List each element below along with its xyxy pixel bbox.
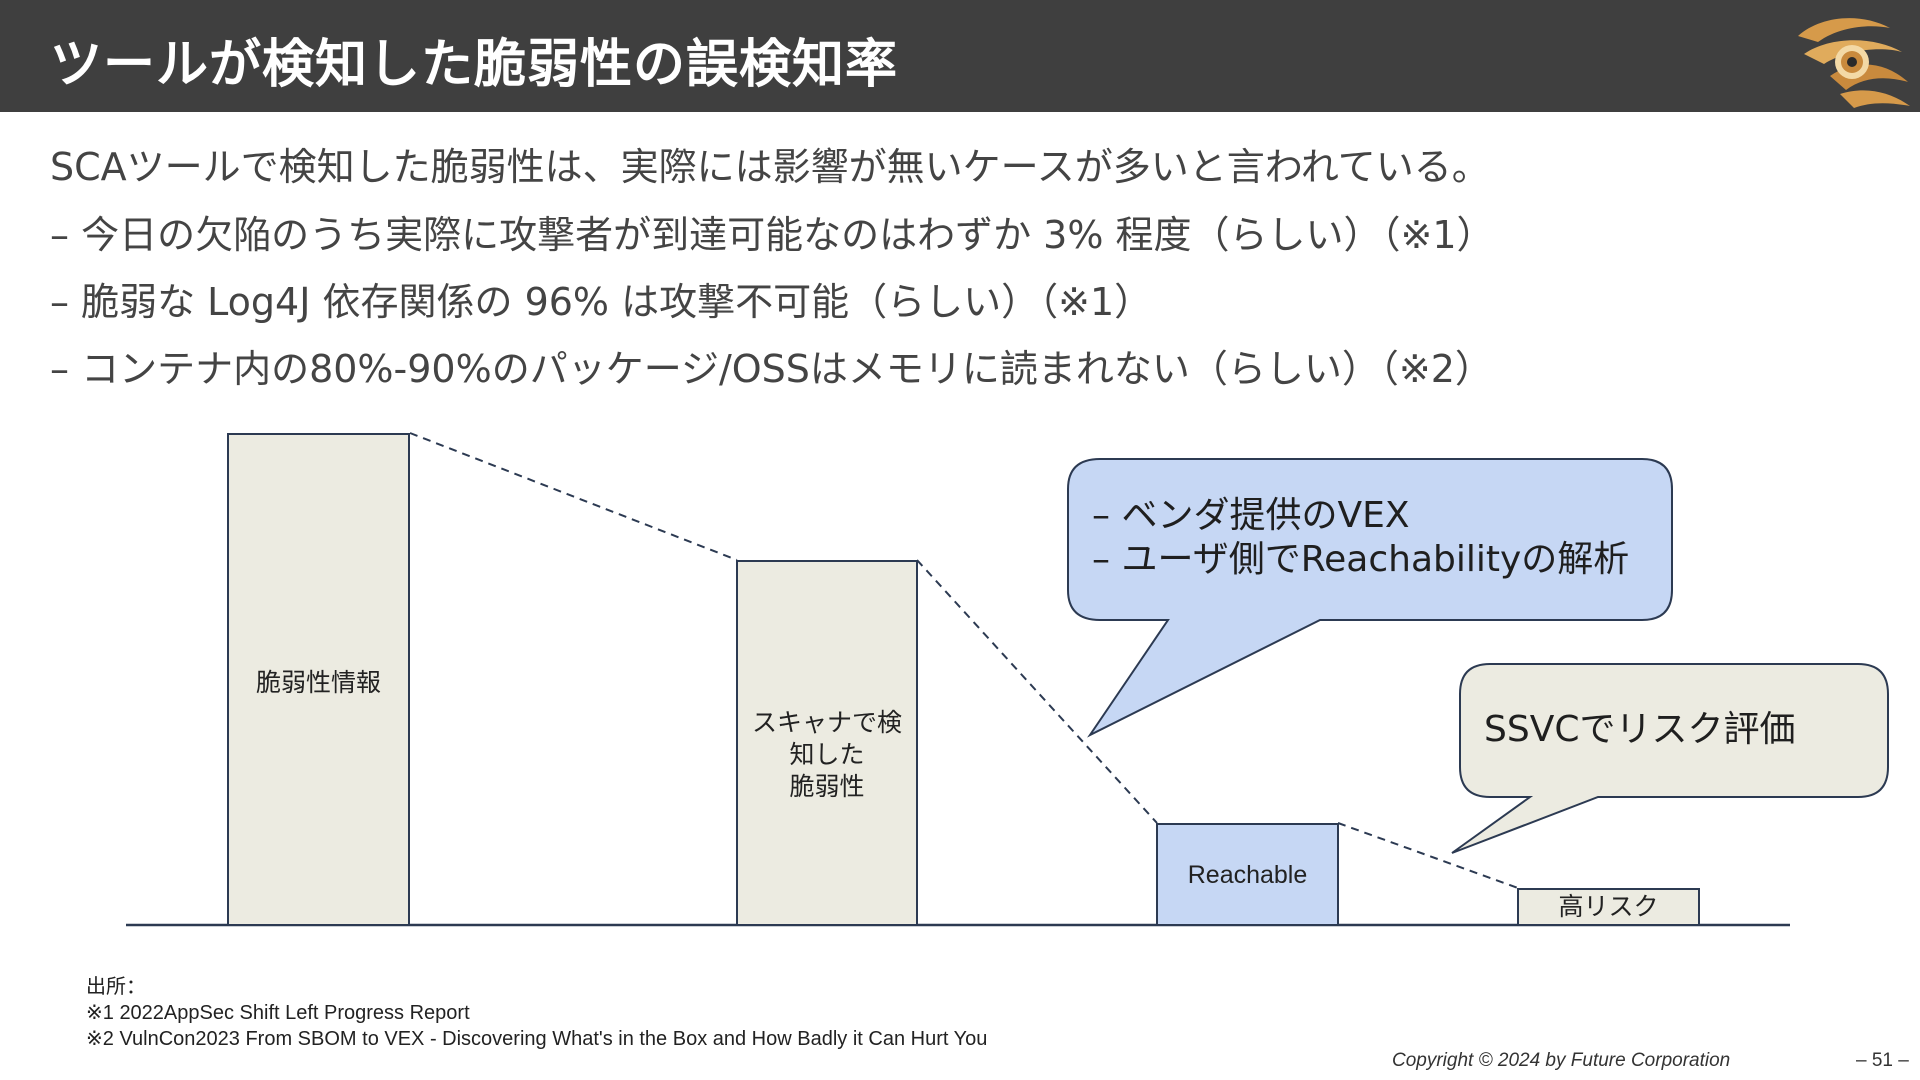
title-bar: ツールが検知した脆弱性の誤検知率 (0, 0, 1920, 112)
vex-callout-bubble (1067, 458, 1673, 738)
slide-title: ツールが検知した脆弱性の誤検知率 (50, 35, 899, 95)
source-item: ※2 VulnCon2023 From SBOM to VEX - Discov… (86, 1028, 988, 1050)
connector-line (916, 559, 1158, 824)
intro-text: SCAツールで検知した脆弱性は、実際には影響が無いケースが多いと言われている。 (50, 145, 1490, 189)
vex-callout-text: – ベンダ提供のVEX – ユーザ側でReachabilityの解析 (1092, 494, 1629, 582)
sources-heading: 出所： (86, 976, 146, 998)
connector-line (409, 432, 738, 561)
bullet-item: – コンテナ内の80%-90%のパッケージ/OSSはメモリに読まれない（らしい）… (50, 347, 1493, 391)
ssvc-callout-bubble (1451, 663, 1889, 854)
ssvc-callout-text: SSVCでリスク評価 (1484, 709, 1796, 750)
stage-vulnerability-info: 脆弱性情報 (227, 433, 410, 926)
stage-label: 高リスク (1558, 892, 1659, 921)
stage-label: 脆弱性情報 (255, 667, 381, 697)
bullet-item: – 脆弱な Log4J 依存関係の 96% は攻撃不可能（らしい）（※1） (50, 280, 1153, 324)
vex-callout-line: – ユーザ側でReachabilityの解析 (1092, 539, 1630, 580)
stage-label: Reachable (1187, 860, 1308, 889)
copyright-text: Copyright © 2024 by Future Corporation (1392, 1050, 1731, 1071)
bullet-item: – 今日の欠陥のうち実際に攻撃者が到達可能なのはわずか 3% 程度（らしい）（※… (50, 213, 1495, 257)
connector-line (1337, 822, 1519, 889)
stage-reachable: Reachable (1156, 823, 1339, 926)
page-number: – 51 – (1856, 1050, 1909, 1071)
owl-eye-logo-icon (1798, 18, 1910, 108)
stage-high-risk: 高リスク (1517, 888, 1700, 926)
source-item: ※1 2022AppSec Shift Left Progress Report (86, 1002, 470, 1024)
sources-block: 出所： ※1 2022AppSec Shift Left Progress Re… (86, 974, 987, 1052)
stage-scanner-detected: スキャナで検 知した 脆弱性 (736, 560, 918, 926)
stage-label: スキャナで検 知した 脆弱性 (751, 708, 902, 801)
vex-callout-line: – ベンダ提供のVEX (1092, 495, 1410, 536)
